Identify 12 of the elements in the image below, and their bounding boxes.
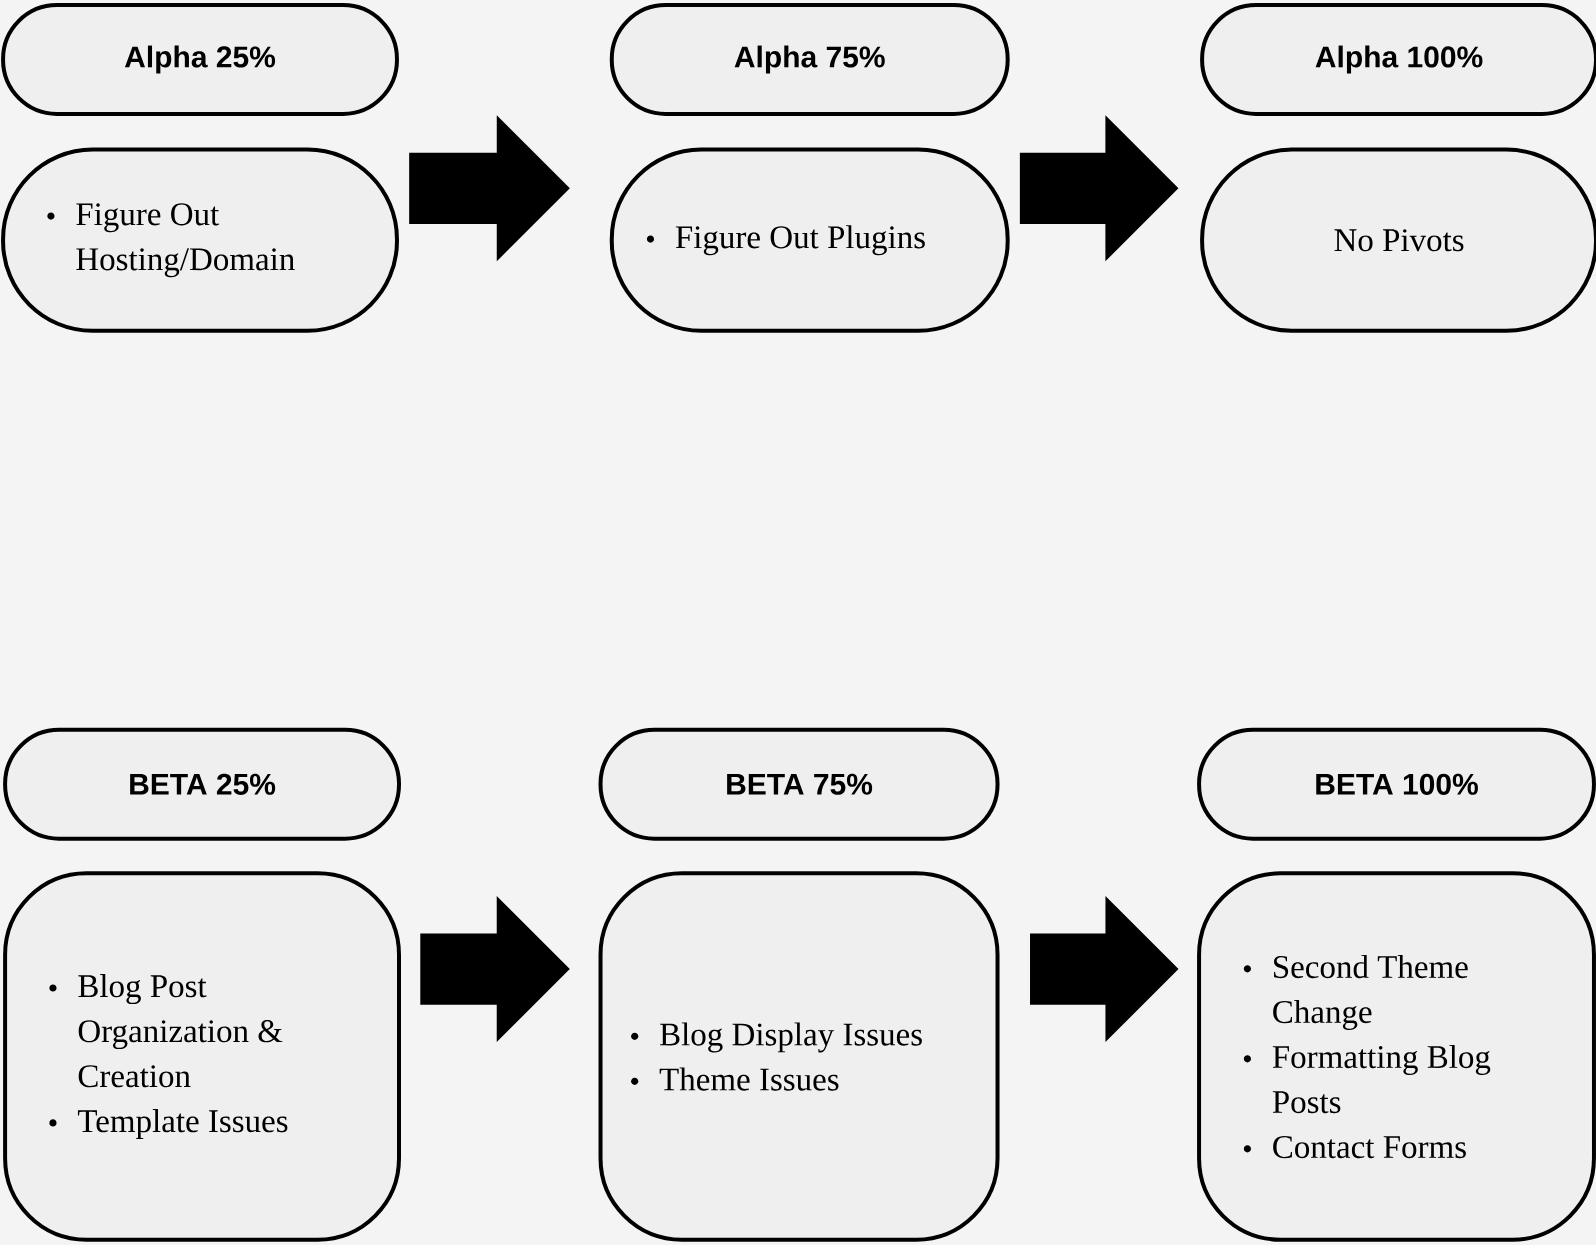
stage-header-box: Alpha 75% [609,3,1010,116]
stage-header-box: BETA 25% [3,727,401,841]
task-list-box: Blog Display Issues Theme Issues [598,871,1000,1242]
stage-header-box: BETA 75% [598,727,1000,841]
stage-header-box: Alpha 25% [1,3,399,116]
task-list-box: Blog Post Organization & Creation Template Issues [3,871,401,1242]
task-box: No Pivots [1200,147,1596,333]
stage-header-box: Alpha 100% [1200,3,1596,116]
task-list-box: Figure Out Hosting/Domain [1,147,399,333]
stage-header-box: BETA 100% [1197,727,1596,841]
task-list-box: Second Theme Change Formatting Blog Posts Contact Forms [1197,871,1596,1242]
task-list-box: Figure Out Plugins [609,147,1010,333]
